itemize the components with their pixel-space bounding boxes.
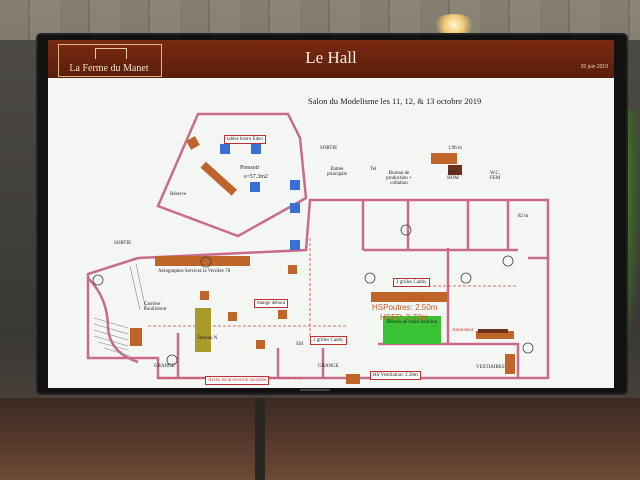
- label-acces: Accès local sécurité incendie: [205, 376, 270, 385]
- logo: La Ferme du Manet: [58, 44, 162, 77]
- label-entree: Entrée principale: [327, 167, 347, 177]
- tv-brand-mark: [300, 389, 330, 391]
- header-banner: La Ferme du Manet Le Hall 20 juin 2019: [48, 40, 614, 78]
- ceiling-lamp: [432, 14, 476, 36]
- label-pressoir: Pressoir: [240, 165, 260, 171]
- label-wc-fem: W.C. FEM: [489, 171, 501, 181]
- label-dim-196: 1,96 m: [448, 146, 462, 151]
- label-aerographes: Aérographes Services la Verrière 78: [158, 269, 231, 274]
- tv-screen: La Ferme du Manet Le Hall 20 juin 2019 S…: [48, 40, 614, 388]
- stone-wall: [0, 0, 640, 40]
- label-mange-debout: mange debout: [254, 299, 289, 308]
- logo-text: La Ferme du Manet: [69, 63, 149, 74]
- date-label: 20 juin 2019: [580, 64, 608, 70]
- label-grange-left: GRANGE: [154, 364, 175, 369]
- stand-pole: [255, 398, 265, 480]
- label-ssi: SSI: [296, 342, 304, 347]
- label-reserve: Réserve: [170, 192, 187, 197]
- label-tel: Tel: [370, 167, 377, 172]
- floor: [0, 398, 640, 480]
- label-sortie-left: SORTIE: [114, 241, 132, 246]
- label-tee: TEE 91: [402, 293, 429, 302]
- label-bureau: Bureau de production + collation: [386, 171, 412, 186]
- label-wc-hom: W.C. HOM: [447, 171, 459, 181]
- label-hs-poutres: HSPoutres: 2.50m: [372, 303, 438, 312]
- house-icon: [95, 48, 127, 59]
- floor-plan: [86, 112, 550, 384]
- label-vestiaires: VESTIAIRES: [476, 365, 505, 370]
- reseau-n-zone: [195, 308, 211, 352]
- plan-subtitle: Salon du Modelisme les 11, 12, & 13 octo…: [308, 96, 482, 106]
- label-hs-ventilation: HS Ventilation: 2.30m: [370, 371, 421, 380]
- label-grilles-caddy-2: 3 grilles Caddy: [310, 336, 347, 345]
- label-sortie-top: SORTIE: [320, 146, 338, 151]
- label-hsfp: HSFP: 2.70m: [380, 313, 429, 322]
- label-dim-82: 82 m: [518, 214, 529, 219]
- label-grilles-caddy-1: 3 grilles Caddy: [393, 278, 430, 287]
- label-pressoir-area: s=57.3m2: [244, 174, 268, 180]
- label-animateur: Animateur: [452, 328, 474, 333]
- reseau-train-zone: [383, 316, 441, 344]
- page-title: Le Hall: [305, 48, 357, 67]
- label-grange-mid: GRANGE: [318, 364, 339, 369]
- label-carriere: Carrière Fouillotout: [144, 302, 167, 312]
- label-reseau-train: Réseau de trains Arduino: [386, 320, 438, 325]
- label-reseau-n: Réseau N: [198, 336, 218, 341]
- label-tables-bistro: tables bistro Eden: [224, 135, 266, 144]
